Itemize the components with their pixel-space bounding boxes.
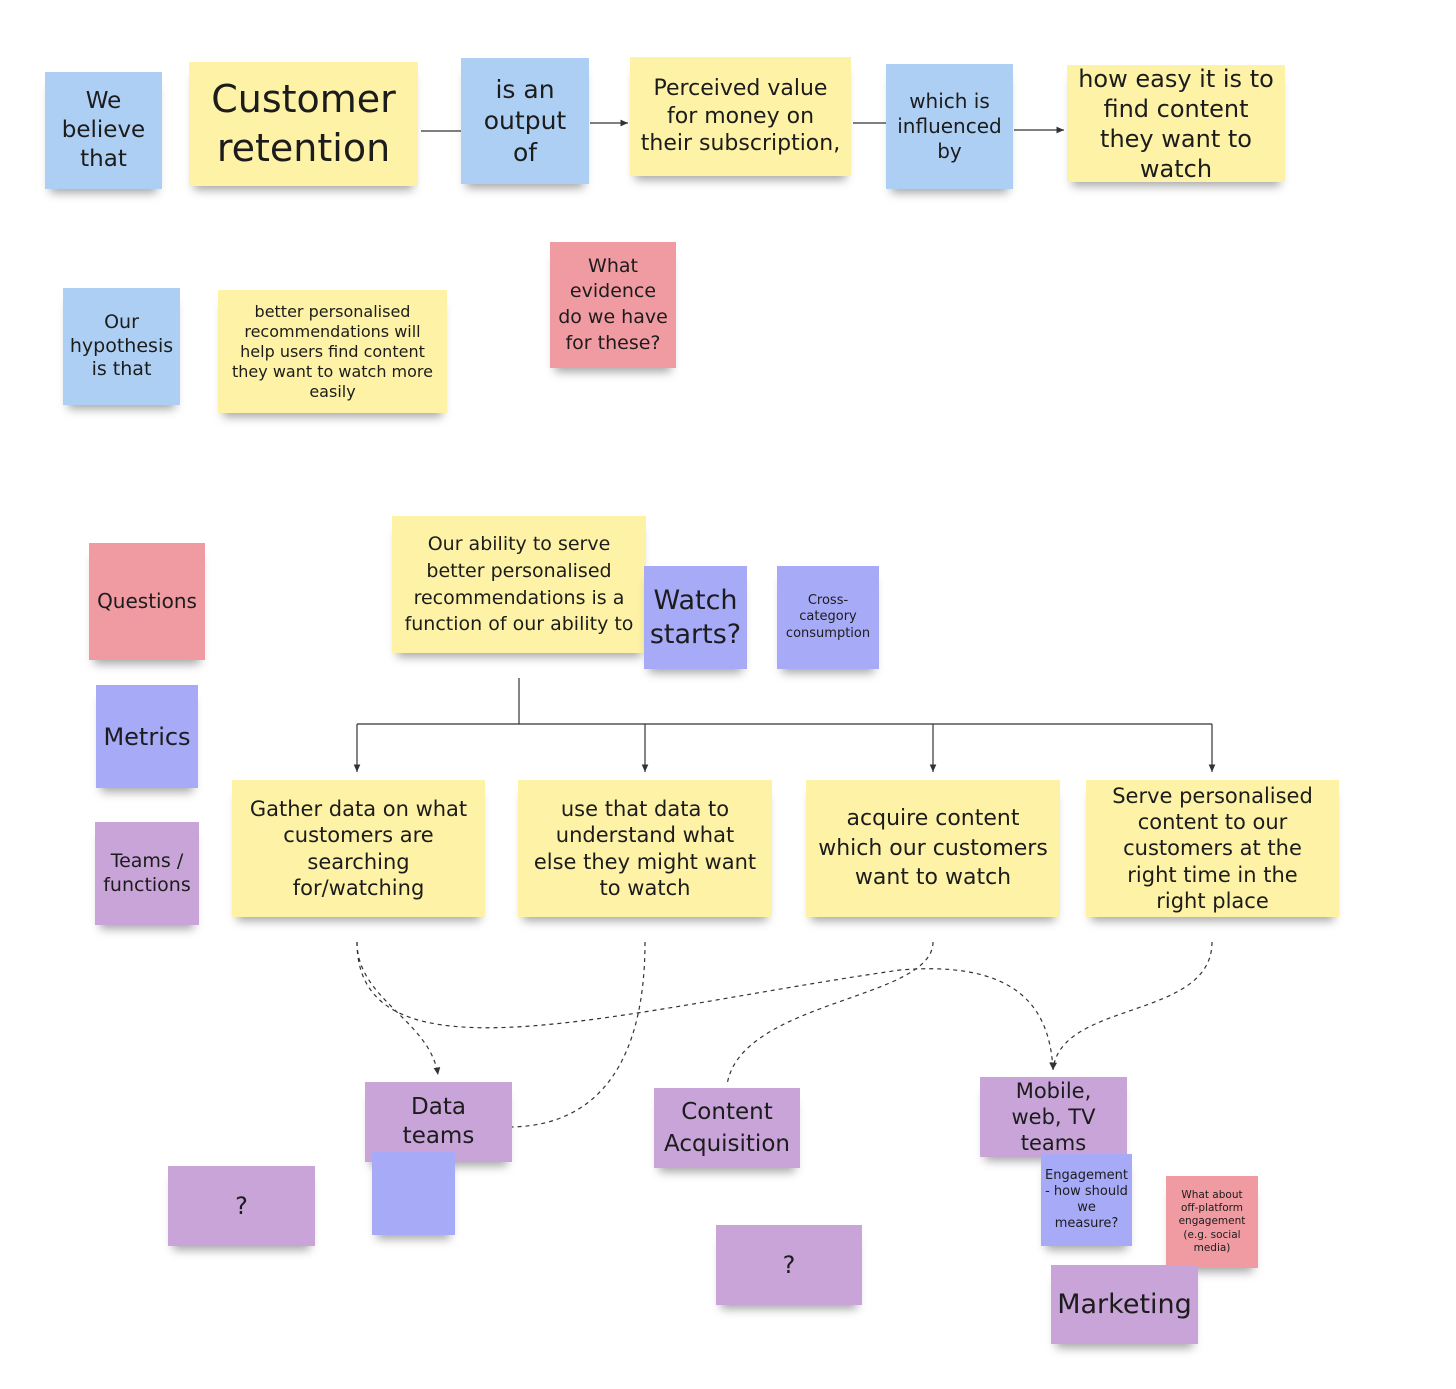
legend-questions-note[interactable]: Questions: [89, 543, 205, 660]
team-unknown-left-note[interactable]: ?: [168, 1166, 315, 1246]
watch-starts-text: Watch starts?: [649, 584, 742, 650]
team-content-acquisition-text: Content Acquisition: [664, 1098, 790, 1157]
team-content-acquisition-note[interactable]: Content Acquisition: [654, 1088, 800, 1168]
our-hypothesis-text: Our hypothesis is that: [69, 310, 174, 381]
team-unknown-middle-text: ?: [782, 1251, 796, 1279]
team-data-teams-note[interactable]: Data teams: [365, 1082, 512, 1162]
we-believe-that-text: We believe that: [61, 88, 146, 172]
influenced-by-note[interactable]: which is influenced by: [886, 64, 1013, 189]
perceived-value-note[interactable]: Perceived value for money on their subsc…: [630, 57, 851, 176]
how-easy-note[interactable]: how easy it is to find content they want…: [1067, 64, 1285, 183]
link-serve-mobile: [1050, 941, 1213, 1071]
hypothesis-statement-text: better personalised recommendations will…: [232, 301, 433, 401]
evidence-question-text: What evidence do we have for these?: [558, 254, 668, 354]
team-marketing-text: Marketing: [1057, 1288, 1192, 1320]
branch-use-data-text: use that data to understand what else th…: [533, 797, 757, 900]
data-teams-metric-note[interactable]: [372, 1152, 455, 1235]
we-believe-that-note[interactable]: We believe that: [45, 72, 162, 189]
team-unknown-left-text: ?: [235, 1192, 248, 1220]
team-mobile-web-tv-note[interactable]: Mobile, web, TV teams: [980, 1077, 1127, 1157]
branch-acquire-content-note[interactable]: acquire content which our customers want…: [806, 780, 1060, 917]
branch-acquire-content-text: acquire content which our customers want…: [818, 805, 1048, 891]
hypothesis-text-note[interactable]: better personalised recommendations will…: [218, 290, 447, 413]
legend-teams-note[interactable]: Teams / functions: [95, 822, 199, 925]
branch-gather-data-note[interactable]: Gather data on what customers are search…: [232, 780, 485, 917]
link-gather-mobile: [356, 941, 1056, 1071]
our-hypothesis-note[interactable]: Our hypothesis is that: [63, 288, 180, 405]
link-gather-data-teams: [356, 941, 441, 1076]
perceived-value-text: Perceived value for money on their subsc…: [640, 76, 841, 157]
team-marketing-note[interactable]: Marketing: [1051, 1265, 1198, 1344]
branch-use-data-note[interactable]: use that data to understand what else th…: [518, 780, 772, 917]
tree-root-text: Our ability to serve better personalised…: [404, 533, 634, 636]
engagement-metric-text: Engagement - how should we measure?: [1045, 1167, 1128, 1232]
branch-gather-data-text: Gather data on what customers are search…: [249, 797, 468, 900]
customer-retention-note[interactable]: Customer retention: [189, 62, 418, 186]
influenced-by-text: which is influenced by: [897, 89, 1002, 163]
off-platform-question-note[interactable]: What about off-platform engagement (e.g.…: [1166, 1176, 1258, 1268]
watch-starts-note[interactable]: Watch starts?: [644, 566, 747, 669]
branch-serve-content-text: Serve personalised content to our custom…: [1112, 783, 1313, 913]
tree-root-note[interactable]: Our ability to serve better personalised…: [392, 516, 646, 653]
legend-questions-text: Questions: [97, 589, 197, 613]
team-mobile-web-tv-text: Mobile, web, TV teams: [1011, 1078, 1096, 1156]
customer-retention-text: Customer retention: [211, 76, 396, 170]
branch-serve-content-note[interactable]: Serve personalised content to our custom…: [1086, 780, 1339, 917]
off-platform-question-text: What about off-platform engagement (e.g.…: [1178, 1189, 1246, 1254]
is-an-output-of-note[interactable]: is an output of: [461, 58, 589, 184]
cross-category-text: Cross-category consumption: [785, 593, 871, 641]
evidence-question-note[interactable]: What evidence do we have for these?: [550, 242, 676, 368]
legend-metrics-note[interactable]: Metrics: [96, 685, 198, 788]
link-use-data-teams: [511, 941, 646, 1128]
is-an-output-of-text: is an output of: [483, 75, 567, 167]
how-easy-text: how easy it is to find content they want…: [1078, 64, 1274, 183]
legend-teams-text: Teams / functions: [103, 849, 191, 896]
cross-category-note[interactable]: Cross-category consumption: [777, 566, 879, 669]
engagement-metric-note[interactable]: Engagement - how should we measure?: [1041, 1154, 1132, 1246]
link-acquire-content: [726, 941, 934, 1086]
team-unknown-middle-note[interactable]: ?: [716, 1225, 862, 1305]
legend-metrics-text: Metrics: [103, 722, 191, 751]
team-data-teams-text: Data teams: [402, 1094, 475, 1149]
